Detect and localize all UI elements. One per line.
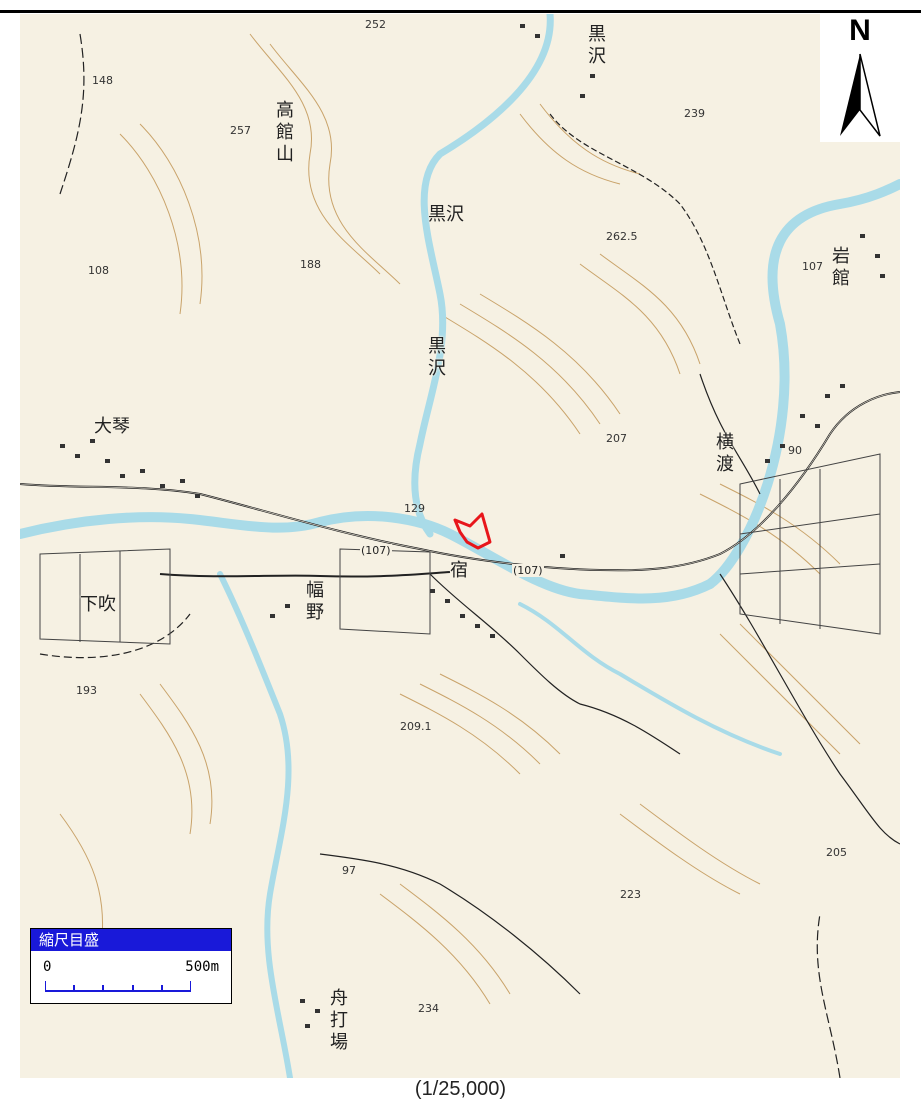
place-daigo: 大琴 [94, 416, 130, 437]
buildings [60, 24, 885, 1028]
elevation-label: 252 [365, 18, 386, 31]
place-shuku: 宿 [450, 560, 468, 581]
place-kurosawa-top: 黒沢 [585, 24, 606, 68]
map-scale-ratio: (1/25,000) [414, 1078, 507, 1100]
roads [20, 33, 900, 1078]
route-number-label: (107) [512, 564, 544, 577]
elevation-label: 257 [230, 124, 251, 137]
elevation-label: 234 [418, 1002, 439, 1015]
elevation-label: 209.1 [400, 720, 432, 733]
elevation-label: 205 [826, 846, 847, 859]
elevation-label: 193 [76, 684, 97, 697]
north-arrow-icon [840, 53, 881, 137]
north-arrow: N [820, 14, 900, 142]
elevation-label: 129 [404, 502, 425, 515]
fields [39, 453, 881, 645]
elevation-label: 90 [788, 444, 802, 457]
scale-start-label: 0 [43, 959, 52, 975]
elevation-label: 108 [88, 264, 109, 277]
elevation-label: 262.5 [606, 230, 638, 243]
route-number-label: (107) [360, 544, 392, 557]
scale-legend: 縮尺目盛 0 500m [30, 928, 232, 1004]
place-yokowatari: 横渡 [713, 432, 734, 476]
elevation-label: 97 [342, 864, 356, 877]
place-iwadate: 岩館 [829, 246, 850, 290]
scale-bar [45, 981, 191, 992]
place-shimofuki: 下吹 [80, 594, 116, 615]
scale-title: 縮尺目盛 [31, 929, 231, 951]
north-letter: N [849, 14, 871, 47]
place-habano: 幅野 [303, 580, 324, 624]
topographic-map[interactable] [20, 14, 900, 1078]
place-funauchiba: 舟打場 [327, 988, 348, 1054]
elevation-label: 223 [620, 888, 641, 901]
elevation-label: 239 [684, 107, 705, 120]
map-view[interactable]: 高館山 黒沢 黒沢 黒沢 岩館 大琴 横渡 下吹 幅野 宿 舟打場 252 14… [20, 14, 900, 1078]
elevation-label: 188 [300, 258, 321, 271]
place-kurosawa-mid: 黒沢 [428, 204, 464, 225]
scale-end-label: 500m [185, 959, 219, 975]
rivers [20, 14, 900, 1078]
survey-area-outline[interactable] [453, 512, 492, 550]
elevation-label: 148 [92, 74, 113, 87]
contour-lines [59, 33, 861, 1005]
place-takadateyama: 高館山 [273, 100, 294, 166]
elevation-label: 207 [606, 432, 627, 445]
elevation-label: 107 [802, 260, 823, 273]
top-border [0, 10, 921, 13]
place-kurosawa-river: 黒沢 [425, 336, 446, 380]
